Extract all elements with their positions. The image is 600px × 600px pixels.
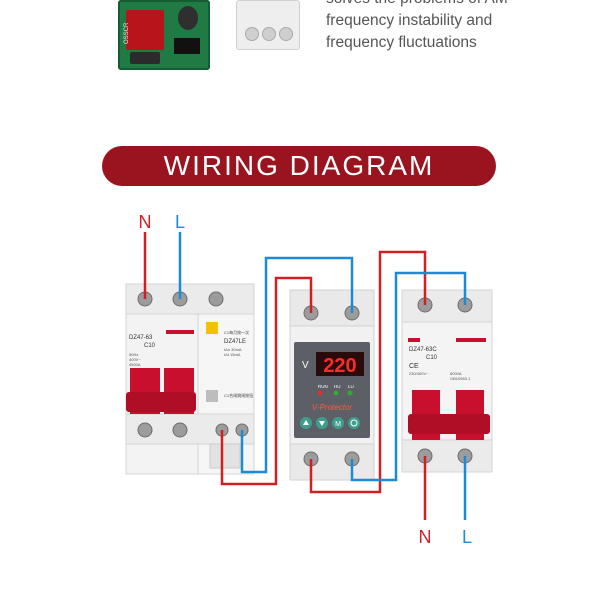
rcd-title: C1每月按一次	[224, 329, 249, 335]
feature-line-2: frequency instability and	[326, 12, 493, 29]
mcb-device: DZ47-63C C10 230/400V~ 6000A CE GB10963.…	[401, 289, 493, 473]
rcd-footer: C1合闸跳闸按钮	[224, 392, 253, 398]
live-protector-to-mcb	[309, 250, 427, 494]
neutral-wire	[178, 232, 467, 520]
chip-component	[174, 38, 200, 54]
brand-label: V-Protector	[312, 403, 352, 412]
mcb-spec: 230/400V~	[409, 371, 429, 376]
live-wire	[143, 232, 427, 520]
rcd-spec: IΔt 15mA	[224, 352, 241, 357]
mcb-model: DZ47-63C	[409, 347, 437, 353]
mcb-rating: C10	[426, 355, 438, 361]
rcd-model: DZ47LE	[224, 339, 246, 345]
rcbo-spec: 400V~	[129, 357, 141, 362]
mcb-spec: 6000A	[450, 371, 462, 376]
feature-line-3: frequency fluctuations	[326, 34, 477, 51]
indicator-lu: LU	[348, 384, 354, 389]
rcbo-rating: C10	[144, 343, 156, 349]
voltage-protector: V 220 RUN HU LU V-Protector M	[289, 289, 375, 481]
pcb-board-image: OSSCR	[118, 0, 210, 70]
indicator-hu: HU	[334, 384, 341, 389]
banner-title: WIRING DIAGRAM	[163, 150, 435, 181]
mcb-spec: CE	[409, 363, 419, 370]
rcbo-spec: 4500A	[129, 362, 141, 367]
feature-line-1: solves the problems of AM	[326, 0, 596, 10]
rcbo-model: DZ47-63	[129, 335, 153, 341]
neutral-rcbo-to-protector	[240, 256, 354, 474]
rcd-spec: IΔn 30mA	[224, 347, 242, 352]
live-rcbo-to-protector	[220, 276, 313, 486]
voltage-readout: 220	[323, 355, 356, 377]
input-neutral-label: N	[139, 212, 152, 232]
terminal-slot	[279, 27, 293, 41]
rcbo-device: DZ47-63 C10 50Hz 400V~ 4500A C1每月按一次 DZ4…	[125, 283, 255, 475]
mcb-spec: GB10963.1	[450, 376, 471, 381]
power-button-icon	[348, 417, 360, 429]
rcbo-spec: 50Hz	[129, 352, 138, 357]
feature-description: solves the problems of AM frequency inst…	[326, 0, 596, 54]
svg-text:M: M	[335, 421, 341, 428]
terminal-slot	[262, 27, 276, 41]
capacitor-component	[178, 6, 198, 30]
terminal-slot	[245, 27, 259, 41]
menu-button-icon	[332, 417, 344, 429]
terminal-block-image	[236, 0, 300, 50]
output-neutral-label: N	[419, 527, 432, 547]
section-banner: WIRING DIAGRAM	[102, 146, 496, 186]
indicator-run: RUN	[318, 384, 328, 389]
relay-component	[126, 10, 164, 50]
output-live-label: L	[462, 527, 472, 547]
input-live-label: L	[175, 212, 185, 232]
display-unit: V	[302, 360, 309, 371]
neutral-protector-to-mcb	[350, 271, 467, 482]
relay-base	[130, 52, 160, 64]
